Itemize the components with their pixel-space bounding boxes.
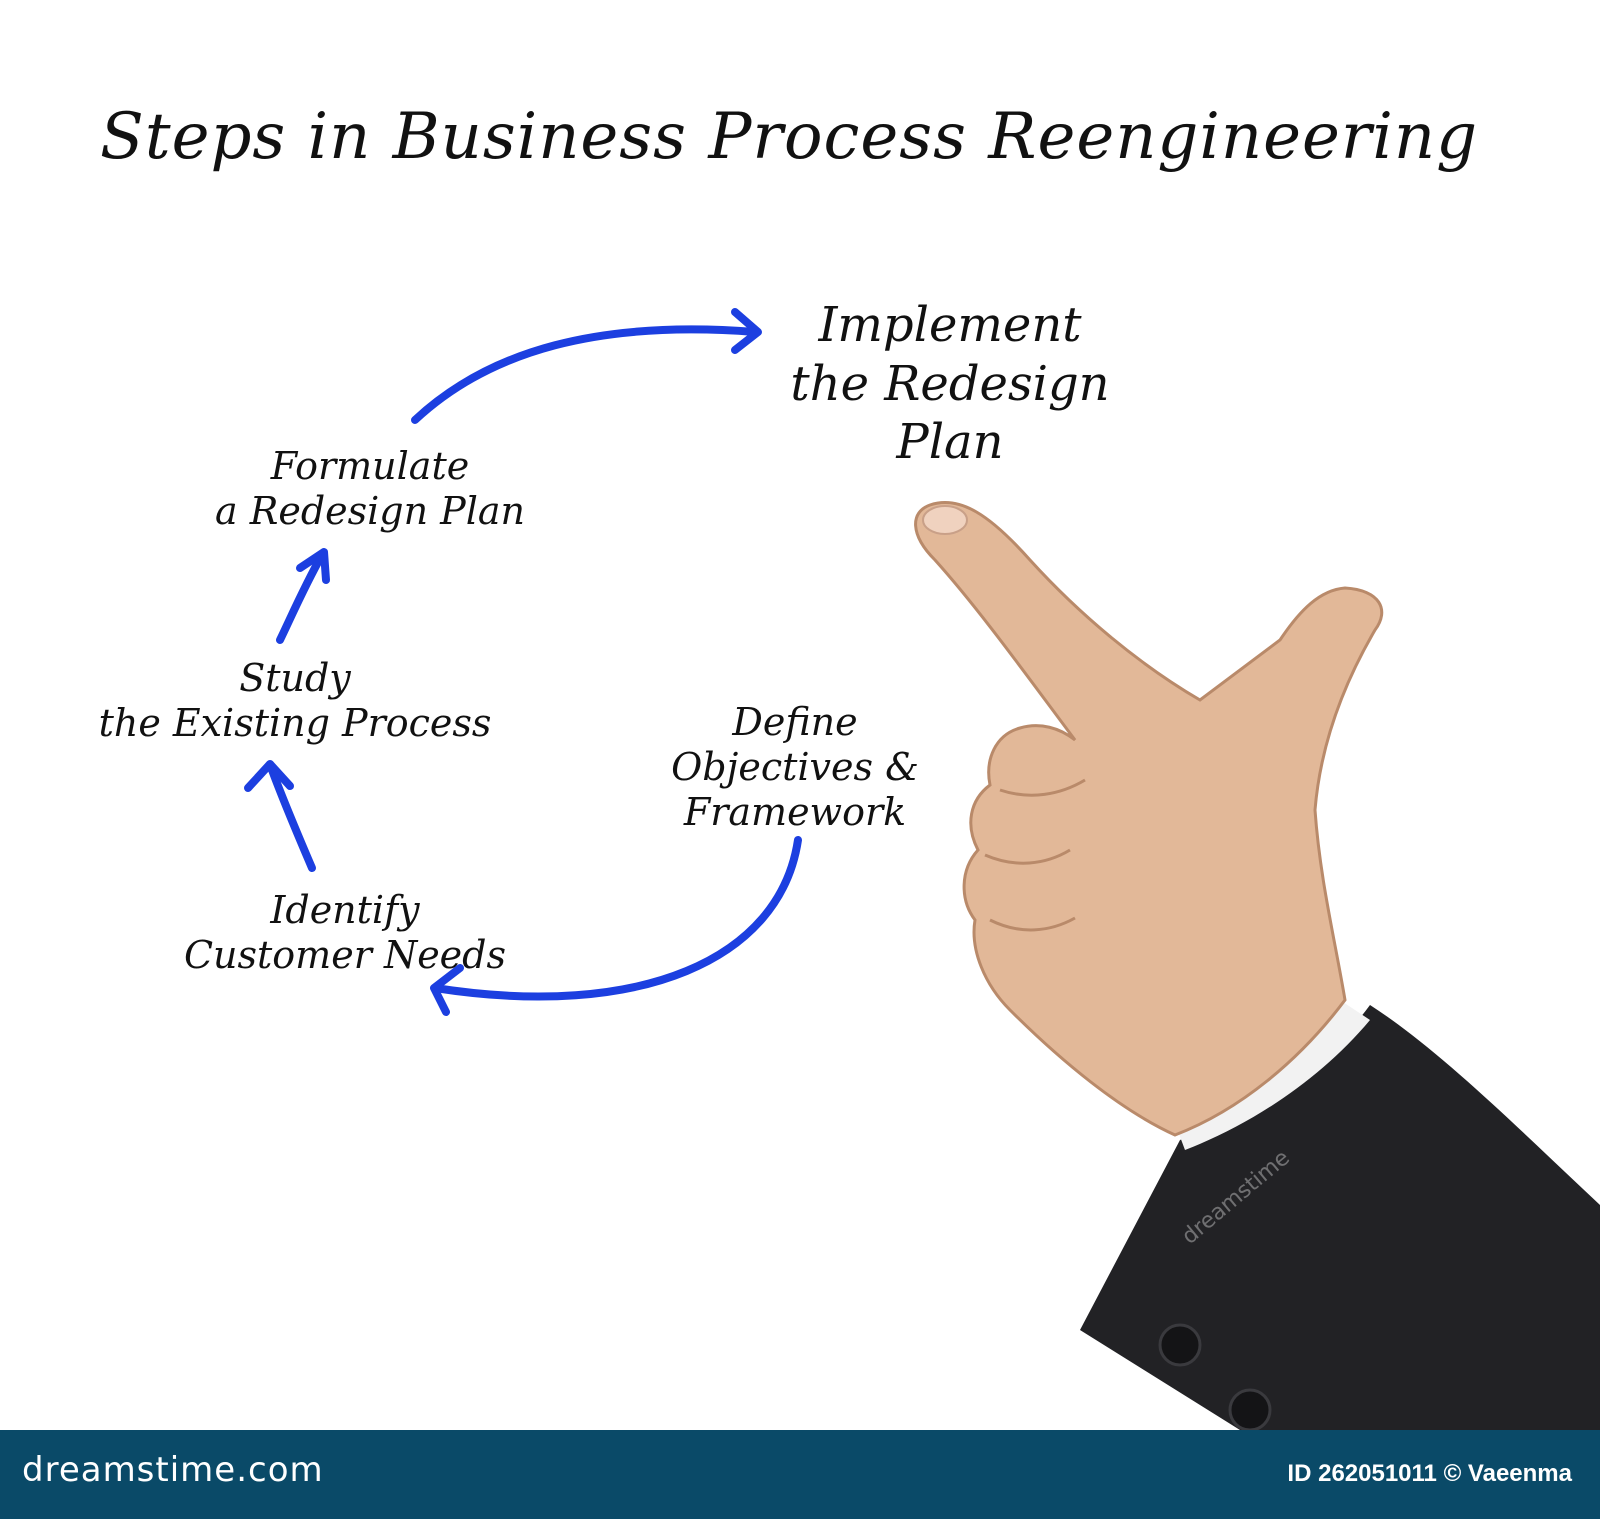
arrowhead [296, 548, 330, 584]
arrowhead [731, 308, 762, 354]
fingernail [922, 505, 968, 535]
step-line: Study [239, 656, 351, 700]
footer-image-id: ID 262051011 © Vaeenma [1287, 1460, 1572, 1487]
suit-sleeve [1080, 1005, 1600, 1430]
step-line: a Redesign Plan [214, 488, 526, 533]
arrow-to-identify [431, 836, 802, 1001]
step-line: Define [732, 700, 858, 744]
step-line: the Existing Process [98, 700, 492, 745]
arrow-to-formulate [276, 551, 326, 644]
step-define-objectives: Define Objectives & Framework [640, 700, 950, 834]
sleeve-button [1228, 1388, 1272, 1430]
arrow-to-implement [411, 325, 759, 424]
arrow-to-study [268, 766, 316, 872]
step-study-existing-process: Study the Existing Process [60, 656, 530, 746]
step-line: Identify [270, 888, 420, 932]
step-line: Formulate [270, 444, 470, 488]
step-line: Plan [896, 414, 1004, 471]
page-title: Steps in Business Process Reengineering [100, 100, 1479, 174]
sleeve-button [1158, 1323, 1202, 1367]
step-identify-customer-needs: Identify Customer Needs [150, 888, 540, 978]
step-line: Implement [818, 297, 1082, 353]
hand [914, 500, 1384, 1137]
arrowhead [244, 760, 294, 792]
footer-bar: dreamstime.com ID 262051011 © Vaeenma [0, 1430, 1600, 1519]
diagram-canvas: Steps in Business Process Reengineering … [60, 100, 1600, 1430]
step-line: Framework [683, 789, 907, 834]
step-line: the Redesign [790, 355, 1110, 412]
footer-brand-logo[interactable]: dreamstime.com [22, 1450, 324, 1490]
cycle-arrows [244, 308, 802, 1016]
pointing-hand-image [914, 500, 1600, 1430]
arrowhead [430, 964, 464, 1016]
step-line: Customer Needs [183, 932, 507, 977]
step-implement-redesign-plan: Implement the Redesign Plan [740, 296, 1160, 472]
step-line: Objectives & [671, 744, 919, 789]
knuckle-lines [984, 778, 1086, 932]
step-formulate-redesign-plan: Formulate a Redesign Plan [160, 444, 580, 534]
